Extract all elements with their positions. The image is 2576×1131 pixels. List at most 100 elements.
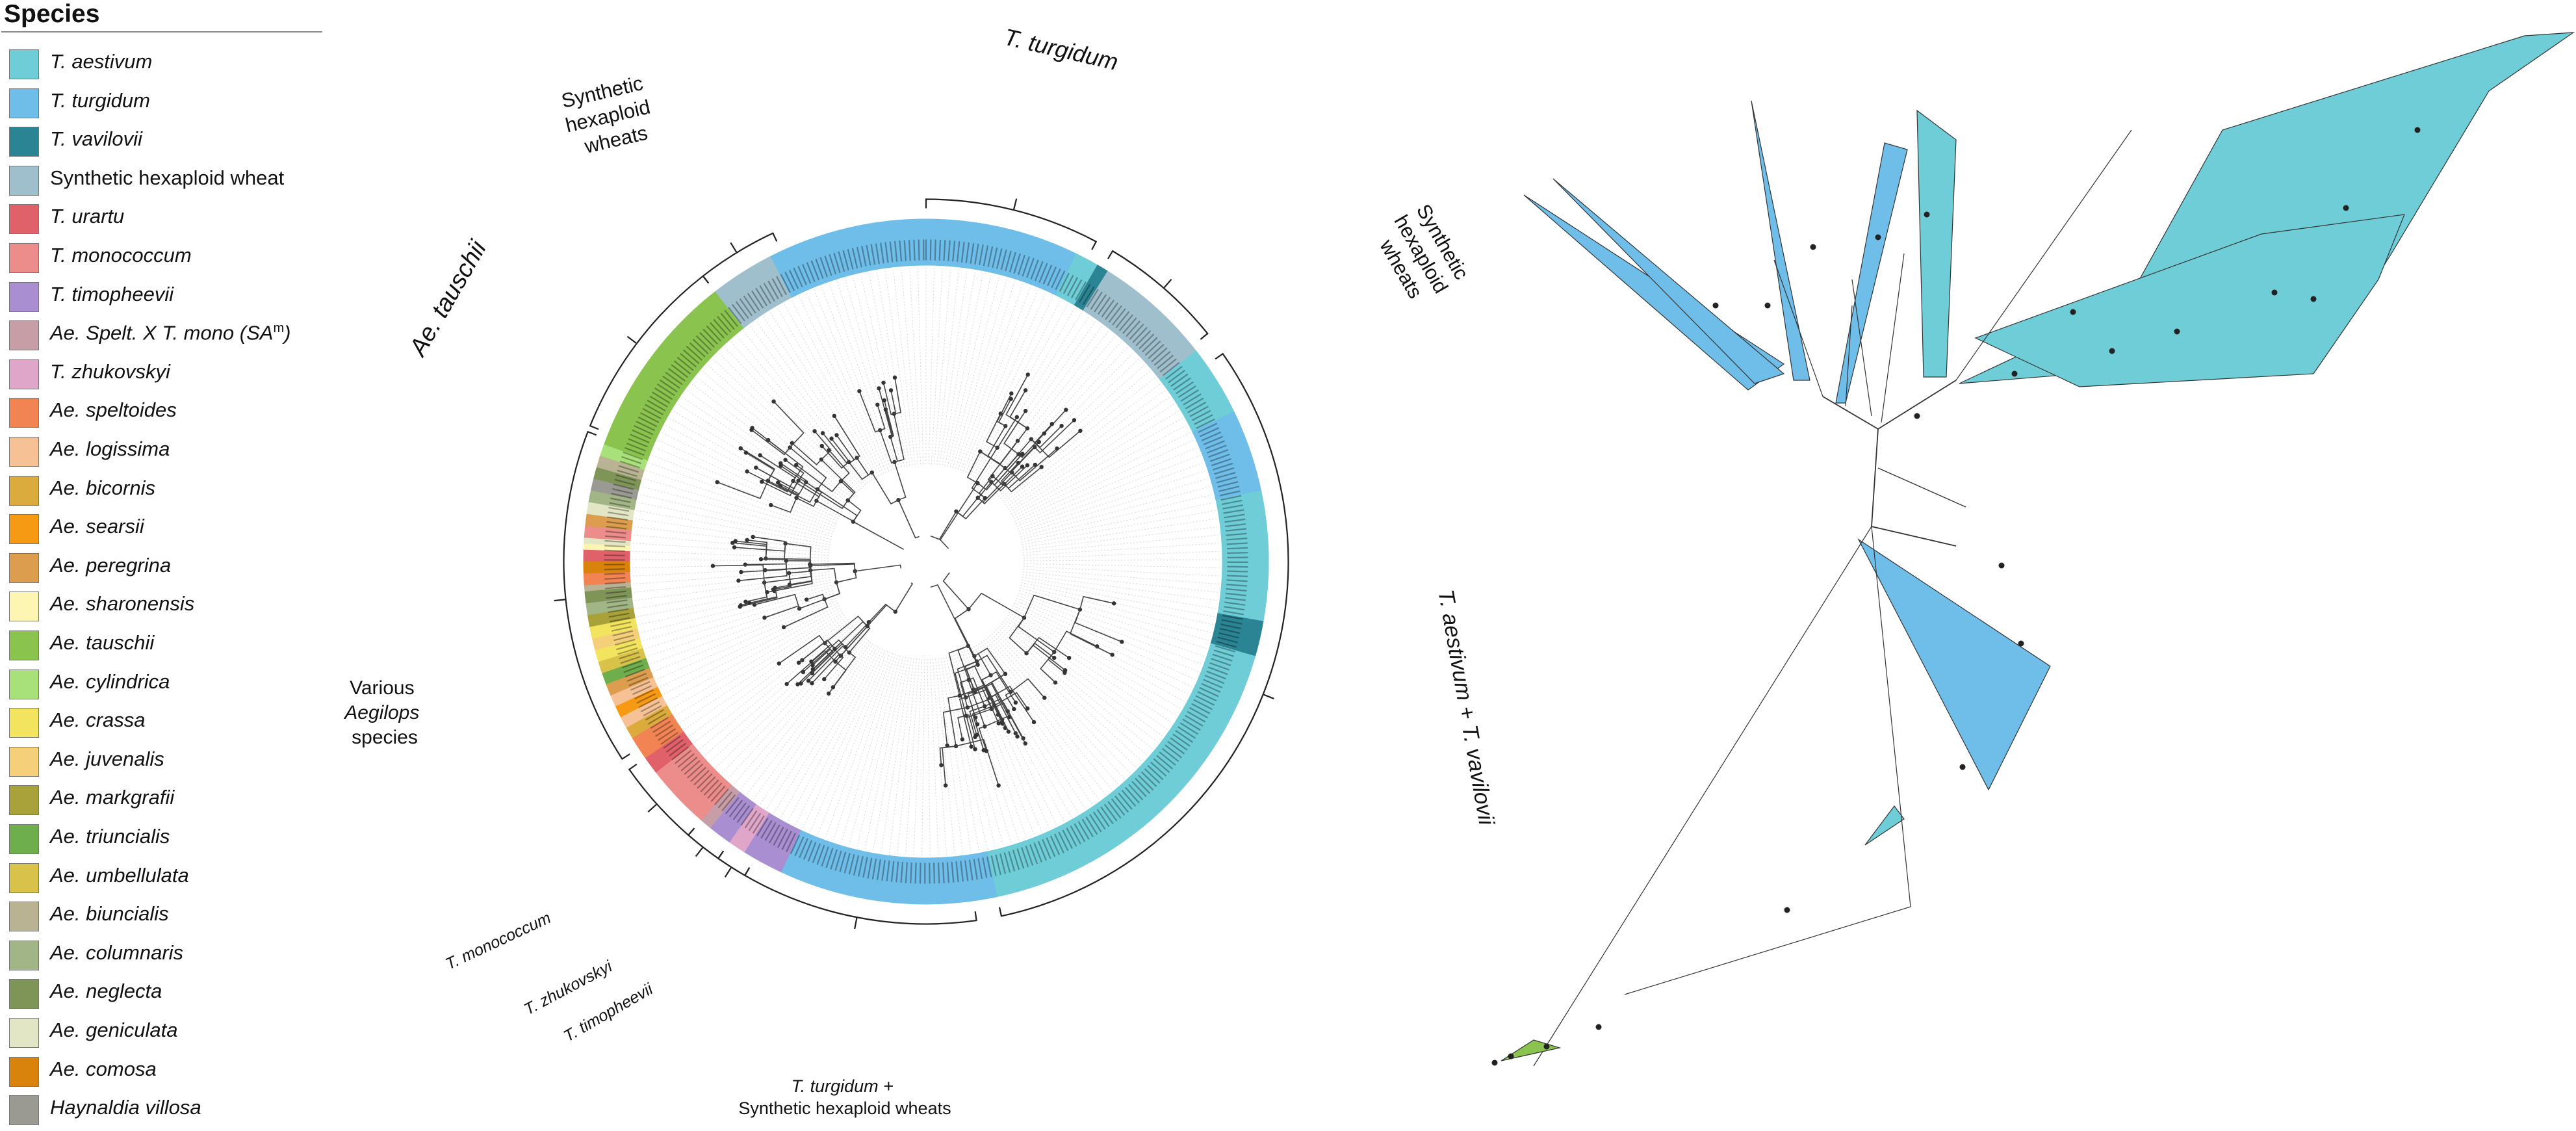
legend-label: Ae. neglecta bbox=[50, 980, 162, 1003]
ring-label-mark bbox=[1033, 842, 1043, 863]
ring-label-mark bbox=[658, 728, 676, 741]
ring-label-mark bbox=[889, 241, 894, 263]
guide-line bbox=[901, 269, 918, 465]
ring-label-mark bbox=[866, 244, 871, 266]
guide-line bbox=[649, 463, 834, 530]
node-support-dot bbox=[806, 679, 811, 683]
node-support-dot bbox=[738, 603, 743, 608]
legend-item: Ae. speltoides bbox=[9, 394, 328, 430]
ring-label-mark bbox=[1201, 431, 1222, 441]
unrooted-branch bbox=[1624, 906, 1911, 995]
node-support-dot bbox=[996, 721, 1001, 725]
ring-label-mark bbox=[608, 506, 630, 512]
legend-swatch bbox=[9, 552, 39, 583]
ring-label-mark bbox=[638, 697, 658, 708]
ring-label-mark bbox=[900, 862, 904, 883]
legend-swatch bbox=[9, 1056, 39, 1087]
node-support-dot bbox=[765, 590, 769, 595]
guide-line bbox=[1010, 610, 1181, 709]
ring-label-mark bbox=[1081, 818, 1094, 838]
ring-label-mark bbox=[816, 844, 825, 865]
ring-label-mark bbox=[735, 301, 749, 319]
node-support-dot bbox=[943, 783, 948, 788]
tree-branch bbox=[1031, 423, 1053, 443]
ring-label-mark bbox=[1178, 726, 1196, 739]
ring-label-mark bbox=[604, 535, 626, 539]
ring-label-mark bbox=[1162, 362, 1180, 376]
ring-label-mark bbox=[847, 249, 854, 270]
tree-branch bbox=[871, 472, 899, 505]
guide-line bbox=[708, 365, 854, 497]
ring-label-mark bbox=[812, 843, 821, 864]
ring-label-mark bbox=[604, 581, 626, 585]
guide-line bbox=[1018, 592, 1204, 656]
node-support-dot bbox=[2343, 205, 2349, 211]
node-support-dot bbox=[1020, 451, 1025, 456]
ring-label-mark bbox=[1082, 286, 1095, 306]
legend-item: Ae. biuncialis bbox=[9, 898, 328, 934]
ring-label-mark bbox=[1013, 253, 1021, 274]
node-support-dot bbox=[1039, 465, 1044, 469]
ring-label-mark bbox=[1124, 786, 1140, 804]
tree-branch bbox=[789, 564, 811, 574]
ring-label-mark bbox=[1046, 837, 1056, 857]
node-support-dot bbox=[783, 458, 788, 462]
tree-branch bbox=[1079, 595, 1114, 610]
ring-label-mark bbox=[752, 815, 765, 834]
unrooted-branch bbox=[1881, 253, 1905, 423]
guide-line bbox=[929, 658, 939, 855]
ring-label-mark bbox=[1034, 261, 1044, 281]
legend-label: Ae. biuncialis bbox=[50, 902, 169, 926]
ring-label-mark bbox=[918, 239, 920, 261]
legend-swatch bbox=[9, 437, 39, 467]
ring-label-mark bbox=[799, 838, 808, 859]
tree-branch bbox=[803, 639, 846, 673]
tree-branch bbox=[897, 499, 920, 539]
guide-line bbox=[1011, 418, 1183, 515]
guide-line bbox=[893, 270, 916, 465]
ring-label-mark bbox=[1217, 636, 1238, 644]
ring-segment bbox=[780, 829, 916, 905]
ring-label-mark bbox=[1089, 814, 1102, 833]
node-support-dot bbox=[960, 737, 965, 742]
node-support-dot bbox=[1998, 562, 2005, 569]
ring-segment bbox=[583, 560, 630, 574]
ring-label-mark bbox=[1153, 758, 1170, 774]
ring-label-mark bbox=[973, 859, 978, 880]
ring-label-mark bbox=[1170, 373, 1189, 387]
ring-label-mark bbox=[725, 797, 740, 814]
node-support-dot bbox=[2310, 296, 2317, 302]
ring-label-mark bbox=[771, 278, 783, 298]
ring-label-mark bbox=[1063, 274, 1074, 294]
node-support-dot bbox=[1059, 423, 1064, 428]
ring-label-mark bbox=[1203, 679, 1223, 689]
ring-label-mark bbox=[1221, 619, 1243, 625]
legend-label: T. zhukovskyi bbox=[50, 359, 170, 383]
legend-item: T. aestivum bbox=[9, 46, 328, 82]
guide-line bbox=[1022, 510, 1215, 545]
guide-line bbox=[999, 625, 1148, 755]
ring-label-mark bbox=[1090, 291, 1103, 310]
guide-line bbox=[942, 272, 975, 466]
legend-label: Ae. crassa bbox=[50, 708, 146, 732]
ring-label-mark bbox=[608, 608, 629, 614]
node-support-dot bbox=[1764, 302, 1771, 309]
ring-label-mark bbox=[713, 318, 728, 336]
ring-label-mark bbox=[605, 586, 626, 590]
ring-label-mark bbox=[987, 246, 994, 267]
tree-branch bbox=[821, 445, 849, 469]
clade-bracket bbox=[1107, 250, 1209, 340]
ring-label-mark bbox=[937, 863, 940, 884]
guide-line bbox=[740, 636, 865, 790]
node-support-dot bbox=[1784, 907, 1790, 913]
tree-branch bbox=[957, 715, 966, 740]
legend-swatch bbox=[9, 320, 39, 351]
ring-label-mark bbox=[960, 861, 964, 882]
ring-label-mark bbox=[1196, 418, 1215, 429]
ring-label-mark bbox=[890, 861, 895, 882]
node-support-dot bbox=[1023, 741, 1028, 746]
guide-line bbox=[799, 296, 884, 474]
tree-branch bbox=[799, 582, 841, 610]
guide-line bbox=[1011, 607, 1185, 702]
guide-line bbox=[987, 636, 1112, 790]
